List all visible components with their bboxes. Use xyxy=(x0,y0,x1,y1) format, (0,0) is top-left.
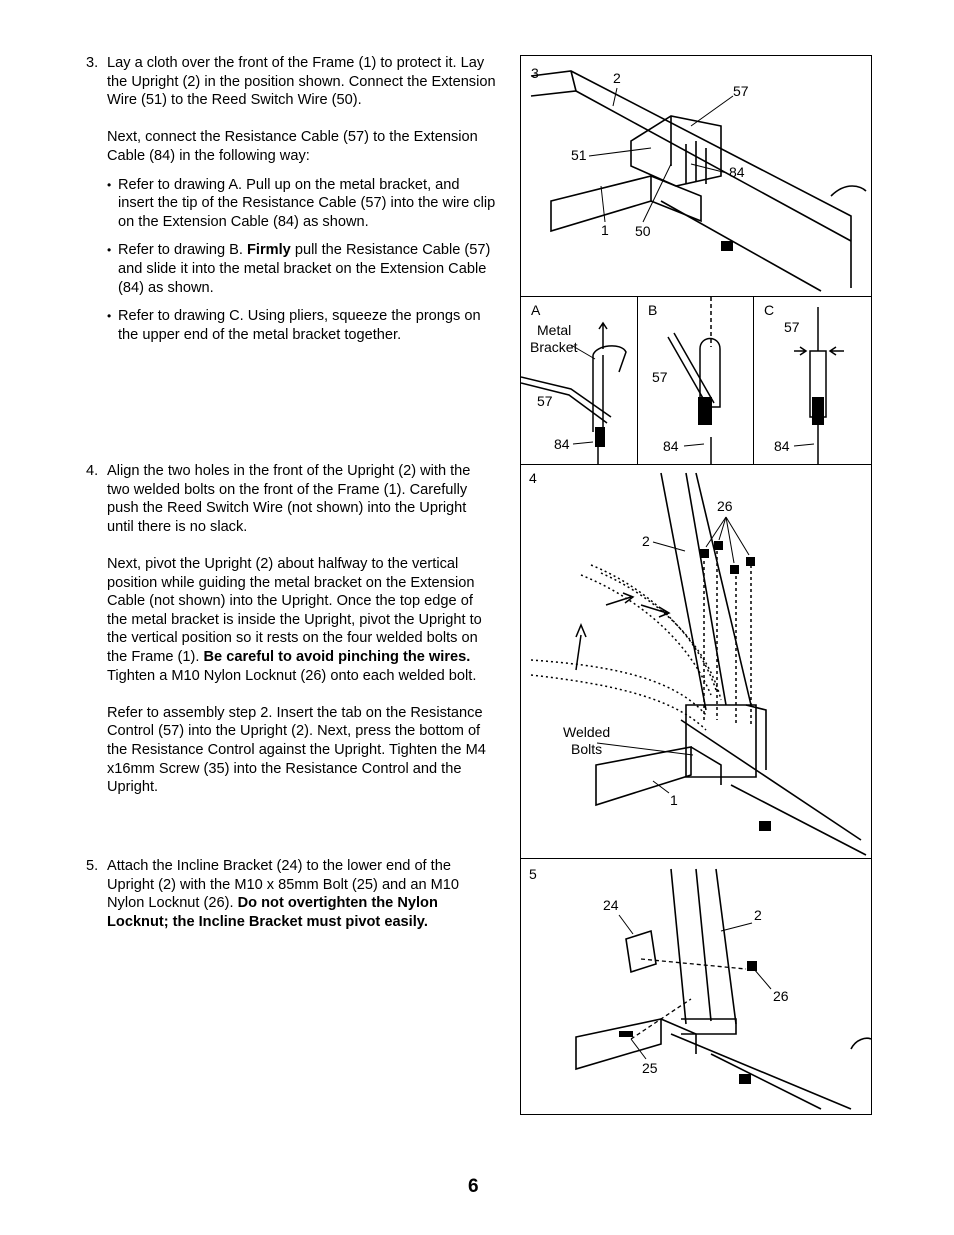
callout-50: 50 xyxy=(635,223,651,239)
figure-5: 5 24 2 26 25 xyxy=(520,858,872,1115)
step-4-paragraph-3: Refer to assembly step 2. Insert the tab… xyxy=(107,704,486,796)
figure-5-drawing: 5 24 2 26 25 xyxy=(529,866,872,1110)
figure-5-label: 5 xyxy=(529,866,537,882)
figure-4-label: 4 xyxy=(529,470,537,486)
callout-26: 26 xyxy=(717,498,733,514)
welded-label: Welded xyxy=(563,724,610,740)
step-4-paragraph-1: Align the two holes in the front of the … xyxy=(107,463,471,535)
page-number: 6 xyxy=(468,1176,479,1197)
callout-2: 2 xyxy=(613,70,621,86)
step-number: 5. xyxy=(86,858,99,874)
figure-3-label: 3 xyxy=(531,65,539,81)
step-5-paragraph: Attach the Incline Bracket (24) to the l… xyxy=(107,858,460,930)
step-3: 3. Lay a cloth over the front of the Fra… xyxy=(86,54,496,354)
callout-57: 57 xyxy=(784,319,800,335)
callout-57: 57 xyxy=(652,369,668,385)
callout-84: 84 xyxy=(554,436,570,452)
step-5: 5. Attach the Incline Bracket (24) to th… xyxy=(86,857,496,950)
bullet-drawing-a: Refer to drawing A. Pull up on the metal… xyxy=(107,176,496,232)
callout-1: 1 xyxy=(670,792,678,808)
callout-24: 24 xyxy=(603,897,619,913)
figure-a-drawing: A Metal Bracket 57 84 xyxy=(520,302,627,465)
bolts-label: Bolts xyxy=(571,741,602,757)
step-4-paragraph-2: Next, pivot the Upright (2) about halfwa… xyxy=(107,555,482,684)
callout-26: 26 xyxy=(773,988,789,1004)
callout-1: 1 xyxy=(601,222,609,238)
figure-4: 4 26 2 Welded Bolts 1 xyxy=(520,464,872,860)
callout-84: 84 xyxy=(774,438,790,454)
callout-57: 57 xyxy=(537,393,553,409)
bullet-drawing-c: Refer to drawing C. Using pliers, squeez… xyxy=(107,307,496,344)
callout-84: 84 xyxy=(663,438,679,454)
figure-c-drawing: C 57 84 xyxy=(764,302,844,465)
step-3-paragraph-1: Lay a cloth over the front of the Frame … xyxy=(107,55,496,109)
bullet-drawing-b: Refer to drawing B. Firmly pull the Resi… xyxy=(107,241,496,297)
figure-c: C 57 84 xyxy=(753,296,872,466)
figure-3-drawing: 3 2 57 51 84 1 50 xyxy=(530,65,867,292)
step-3-paragraph-2: Next, connect the Resistance Cable (57) … xyxy=(107,129,478,164)
step-number: 4. xyxy=(86,463,99,479)
figure-c-label: C xyxy=(764,302,774,318)
figure-b-label: B xyxy=(648,302,657,318)
callout-51: 51 xyxy=(571,147,587,163)
figure-a-label: A xyxy=(531,302,541,318)
callout-2: 2 xyxy=(642,533,650,549)
metal-label: Metal xyxy=(537,322,571,338)
figure-a: A Metal Bracket 57 84 xyxy=(520,296,639,466)
bracket-label: Bracket xyxy=(530,339,578,355)
figure-4-drawing: 4 26 2 Welded Bolts 1 xyxy=(529,470,867,856)
step-number: 3. xyxy=(86,55,99,71)
callout-2: 2 xyxy=(754,907,762,923)
callout-84: 84 xyxy=(729,164,745,180)
callout-25: 25 xyxy=(642,1060,658,1076)
figure-b: B 57 84 xyxy=(637,296,755,466)
figure-3: 3 2 57 51 84 1 50 xyxy=(520,55,872,298)
step-4: 4. Align the two holes in the front of t… xyxy=(86,462,496,815)
callout-57: 57 xyxy=(733,83,749,99)
figure-b-drawing: B 57 84 xyxy=(648,297,721,465)
